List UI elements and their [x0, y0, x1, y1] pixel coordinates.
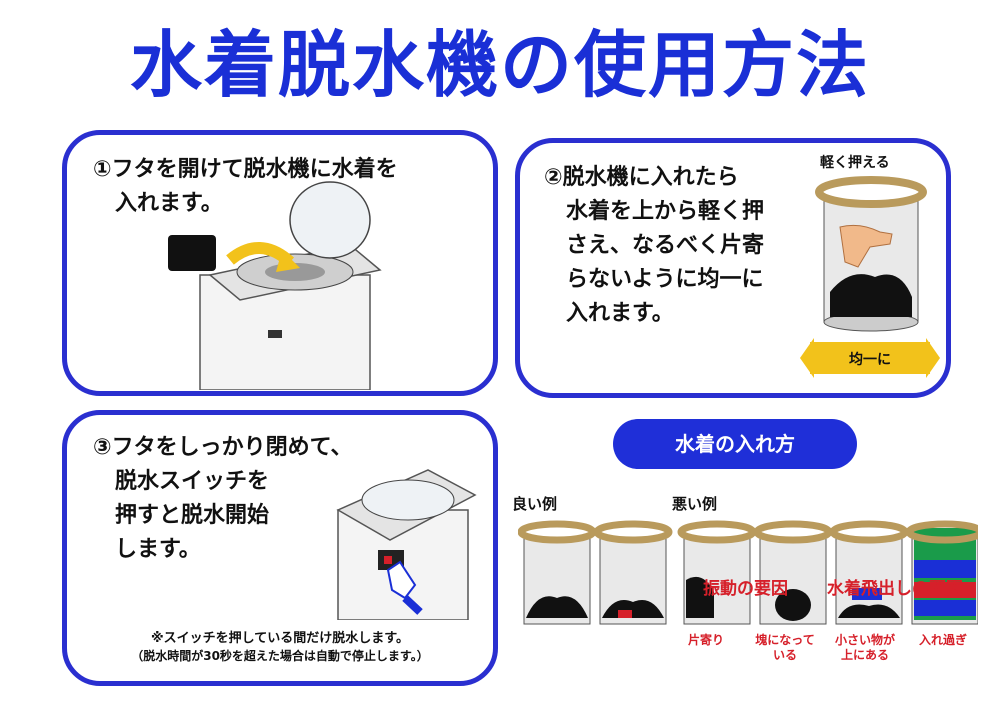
drum-bad-clump: [753, 520, 833, 625]
drum-good-1: [518, 520, 597, 625]
drum-good-2: [593, 520, 673, 625]
caption-uneven: 片寄り: [687, 633, 724, 647]
step-2-text: ②脱水機に入れたら 水着を上から軽く押 さえ、なるべく片寄 らないように均一に …: [544, 165, 765, 326]
caption-small-on-top: 小さい物が 上にある: [834, 633, 895, 662]
washer-open-illustration: [168, 181, 382, 390]
popout-cause-label: 水着飛出しの要因: [827, 579, 963, 599]
caption-clump: 塊になって いる: [755, 633, 815, 662]
drum-bad-small-on-top: [829, 520, 909, 625]
spin-drum-press-illustration: 均一に: [800, 176, 940, 378]
switch-note: ※スイッチを押している間だけ脱水します。: [151, 631, 409, 646]
press-lightly-label: 軽く押える: [820, 155, 890, 171]
drum-bad-uneven: [677, 520, 757, 625]
good-example-label: 良い例: [512, 495, 558, 513]
step-3-text: ③フタをしっかり閉めて、 脱水スイッチを 押すと脱水開始 します。: [93, 435, 353, 562]
drum-examples-illustration: [518, 520, 978, 625]
bad-example-label: 悪い例: [672, 495, 718, 513]
washer-closed-illustration: [336, 469, 477, 620]
caption-overloaded: 入れ過ぎ: [918, 633, 967, 647]
auto-stop-note: （脱水時間が30秒を超えた場合は自動で停止します。）: [131, 649, 429, 663]
vibration-cause-label: 振動の要因: [703, 579, 788, 599]
step-1-text: ①フタを開けて脱水機に水着を 入れます。: [93, 157, 398, 216]
loading-method-heading: 水着の入れ方: [613, 419, 857, 469]
page-title: 水着脱水機の使用方法: [129, 23, 870, 107]
drum-bad-overloaded: [905, 520, 978, 625]
even-label: 均一に: [849, 351, 891, 368]
